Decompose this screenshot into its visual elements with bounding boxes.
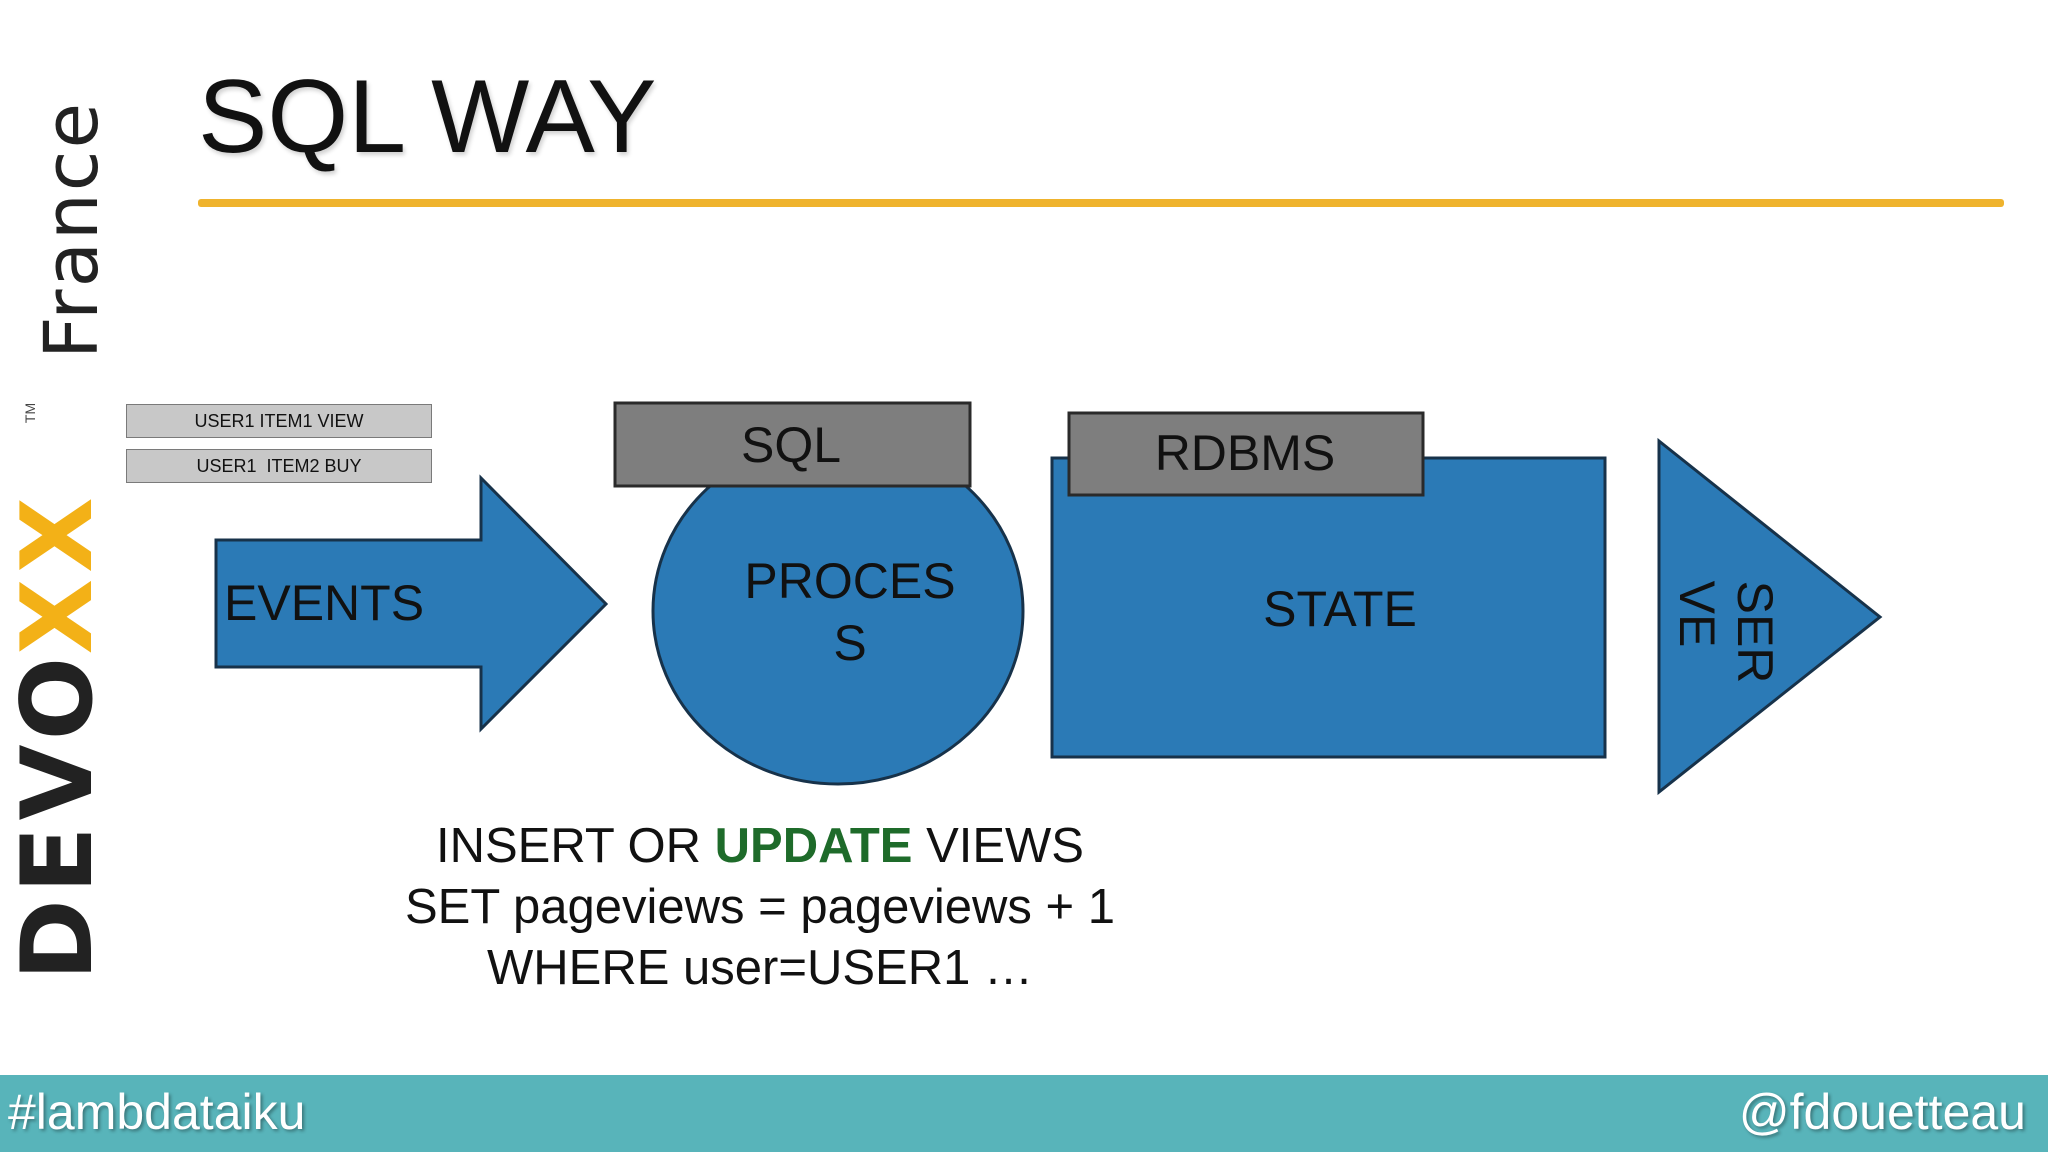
state-rect	[1050, 456, 1607, 759]
serve-triangle	[1657, 437, 1883, 796]
sql-keyword-update: UPDATE	[714, 819, 913, 873]
slide-title: SQL WAY	[198, 59, 657, 175]
sql-line-3: WHERE user=USER1 …	[487, 941, 1033, 995]
state-label: STATE	[1263, 581, 1417, 637]
rdbms-box	[1067, 411, 1425, 497]
event-record: USER1 ITEM2 BUY	[126, 449, 432, 483]
sql-line-2: SET pageviews = pageviews + 1	[404, 880, 1116, 934]
event-record: USER1 ITEM1 VIEW	[126, 404, 432, 438]
sql-statement: INSERT OR UPDATE VIEWS SET pageviews = p…	[350, 816, 1170, 999]
sql-line-1-post: VIEWS	[912, 819, 1084, 873]
footer-bar: #lambdataiku @fdouetteau	[0, 1075, 2048, 1152]
sql-label: SQL	[740, 417, 842, 473]
serve-label: SER VE	[1669, 580, 1783, 684]
sql-line-1: INSERT OR UPDATE VIEWS	[350, 816, 1170, 877]
sql-box	[613, 401, 972, 488]
events-arrow	[214, 474, 609, 733]
rdbms-label: RDBMS	[1154, 425, 1336, 481]
footer-handle: @fdouetteau	[1738, 1084, 2026, 1140]
sql-line-1-pre: INSERT OR	[436, 819, 715, 873]
title-underline	[198, 199, 2004, 207]
events-label: EVENTS	[224, 575, 425, 631]
process-label: PROCES S	[744, 553, 956, 671]
footer-hashtag: #lambdataiku	[8, 1084, 306, 1140]
